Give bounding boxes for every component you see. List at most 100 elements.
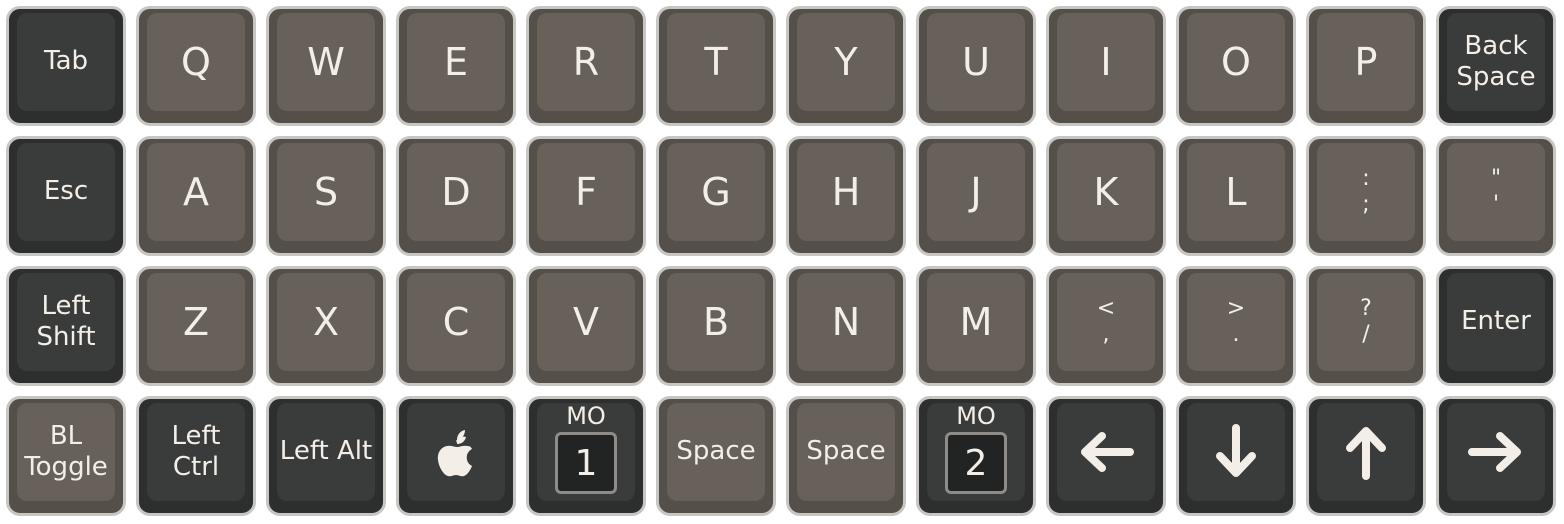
key-x[interactable]: X — [266, 266, 386, 386]
base-legend: , — [1102, 322, 1110, 347]
shifted-legend: : — [1362, 165, 1370, 191]
apple-icon — [434, 426, 478, 478]
arrow-down-icon — [1214, 424, 1258, 480]
key-back-space[interactable]: Back Space — [1436, 6, 1556, 126]
shifted-legend: ? — [1360, 295, 1372, 321]
keycap: S — [277, 143, 375, 241]
key-k[interactable]: K — [1046, 136, 1166, 256]
keycap: A — [147, 143, 245, 241]
key-left-shift[interactable]: Left Shift — [6, 266, 126, 386]
keycap: "' — [1447, 143, 1545, 241]
key-n[interactable]: N — [786, 266, 906, 386]
key-comma[interactable]: <, — [1046, 266, 1166, 386]
key-g[interactable]: G — [656, 136, 776, 256]
key-legend: Space — [676, 436, 756, 467]
key-q[interactable]: Q — [136, 6, 256, 126]
key-b[interactable]: B — [656, 266, 776, 386]
key-legend: Left Shift — [36, 290, 96, 352]
key-legend: Z — [182, 300, 210, 344]
shifted-legend: > — [1226, 295, 1246, 321]
arrow-left-icon — [1078, 430, 1134, 474]
key-legend: >. — [1227, 296, 1245, 349]
shifted-legend: " — [1490, 165, 1502, 191]
keycap: :; — [1317, 143, 1415, 241]
key-quote[interactable]: "' — [1436, 136, 1556, 256]
key-tab[interactable]: Tab — [6, 6, 126, 126]
keycap: <, — [1057, 273, 1155, 371]
keycap — [1447, 403, 1545, 501]
key-left-ctrl[interactable]: Left Ctrl — [136, 396, 256, 516]
key-w[interactable]: W — [266, 6, 386, 126]
key-s[interactable]: S — [266, 136, 386, 256]
shifted-legend: < — [1096, 295, 1116, 321]
key-h[interactable]: H — [786, 136, 906, 256]
key-space[interactable]: Space — [656, 396, 776, 516]
key-enter[interactable]: Enter — [1436, 266, 1556, 386]
key-l[interactable]: L — [1176, 136, 1296, 256]
momentary-layer-label: MO — [566, 402, 606, 430]
keycap: V — [537, 273, 635, 371]
key-i[interactable]: I — [1046, 6, 1166, 126]
key-o[interactable]: O — [1176, 6, 1296, 126]
key-e[interactable]: E — [396, 6, 516, 126]
key-t[interactable]: T — [656, 6, 776, 126]
key-arrow-right[interactable] — [1436, 396, 1556, 516]
key-legend: C — [442, 300, 470, 344]
key-y[interactable]: Y — [786, 6, 906, 126]
key-legend: <, — [1097, 296, 1115, 349]
key-esc[interactable]: Esc — [6, 136, 126, 256]
key-f[interactable]: F — [526, 136, 646, 256]
key-arrow-up[interactable] — [1306, 396, 1426, 516]
key-m[interactable]: M — [916, 266, 1036, 386]
key-p[interactable]: P — [1306, 6, 1426, 126]
key-legend: Tab — [43, 46, 88, 77]
keycap: BL Toggle — [17, 403, 115, 501]
keycap — [1187, 403, 1285, 501]
keycap: Q — [147, 13, 245, 111]
key-legend: E — [443, 40, 468, 84]
key-legend: X — [312, 300, 340, 344]
key-d[interactable]: D — [396, 136, 516, 256]
key-u[interactable]: U — [916, 6, 1036, 126]
key-a[interactable]: A — [136, 136, 256, 256]
base-legend: ' — [1492, 192, 1500, 217]
key-legend: Left Alt — [279, 436, 373, 467]
key-legend: Q — [181, 40, 211, 84]
keycap: F — [537, 143, 635, 241]
arrow-up-icon — [1344, 424, 1388, 480]
key-period[interactable]: >. — [1176, 266, 1296, 386]
key-r[interactable]: R — [526, 6, 646, 126]
keycap: L — [1187, 143, 1285, 241]
keycap: D — [407, 143, 505, 241]
key-legend: Left Ctrl — [171, 420, 221, 482]
keycap: T — [667, 13, 765, 111]
key-c[interactable]: C — [396, 266, 516, 386]
key-legend: O — [1221, 40, 1251, 84]
key-arrow-down[interactable] — [1176, 396, 1296, 516]
key-z[interactable]: Z — [136, 266, 256, 386]
key-legend: A — [183, 170, 209, 214]
key-space[interactable]: Space — [786, 396, 906, 516]
key-apple[interactable] — [396, 396, 516, 516]
key-legend: BL Toggle — [24, 420, 108, 482]
key-left-alt[interactable]: Left Alt — [266, 396, 386, 516]
key-arrow-left[interactable] — [1046, 396, 1166, 516]
key-semicolon[interactable]: :; — [1306, 136, 1426, 256]
keycap: Enter — [1447, 273, 1545, 371]
key-legend: Space — [806, 436, 886, 467]
key-legend: W — [307, 40, 345, 84]
keycap: B — [667, 273, 765, 371]
key-v[interactable]: V — [526, 266, 646, 386]
key-slash[interactable]: ?/ — [1306, 266, 1426, 386]
keycap: O — [1187, 13, 1285, 111]
key-j[interactable]: J — [916, 136, 1036, 256]
keycap — [1057, 403, 1155, 501]
keycap: Left Alt — [277, 403, 375, 501]
keycap — [407, 403, 505, 501]
keycap: Tab — [17, 13, 115, 111]
key-bl-toggle[interactable]: BL Toggle — [6, 396, 126, 516]
